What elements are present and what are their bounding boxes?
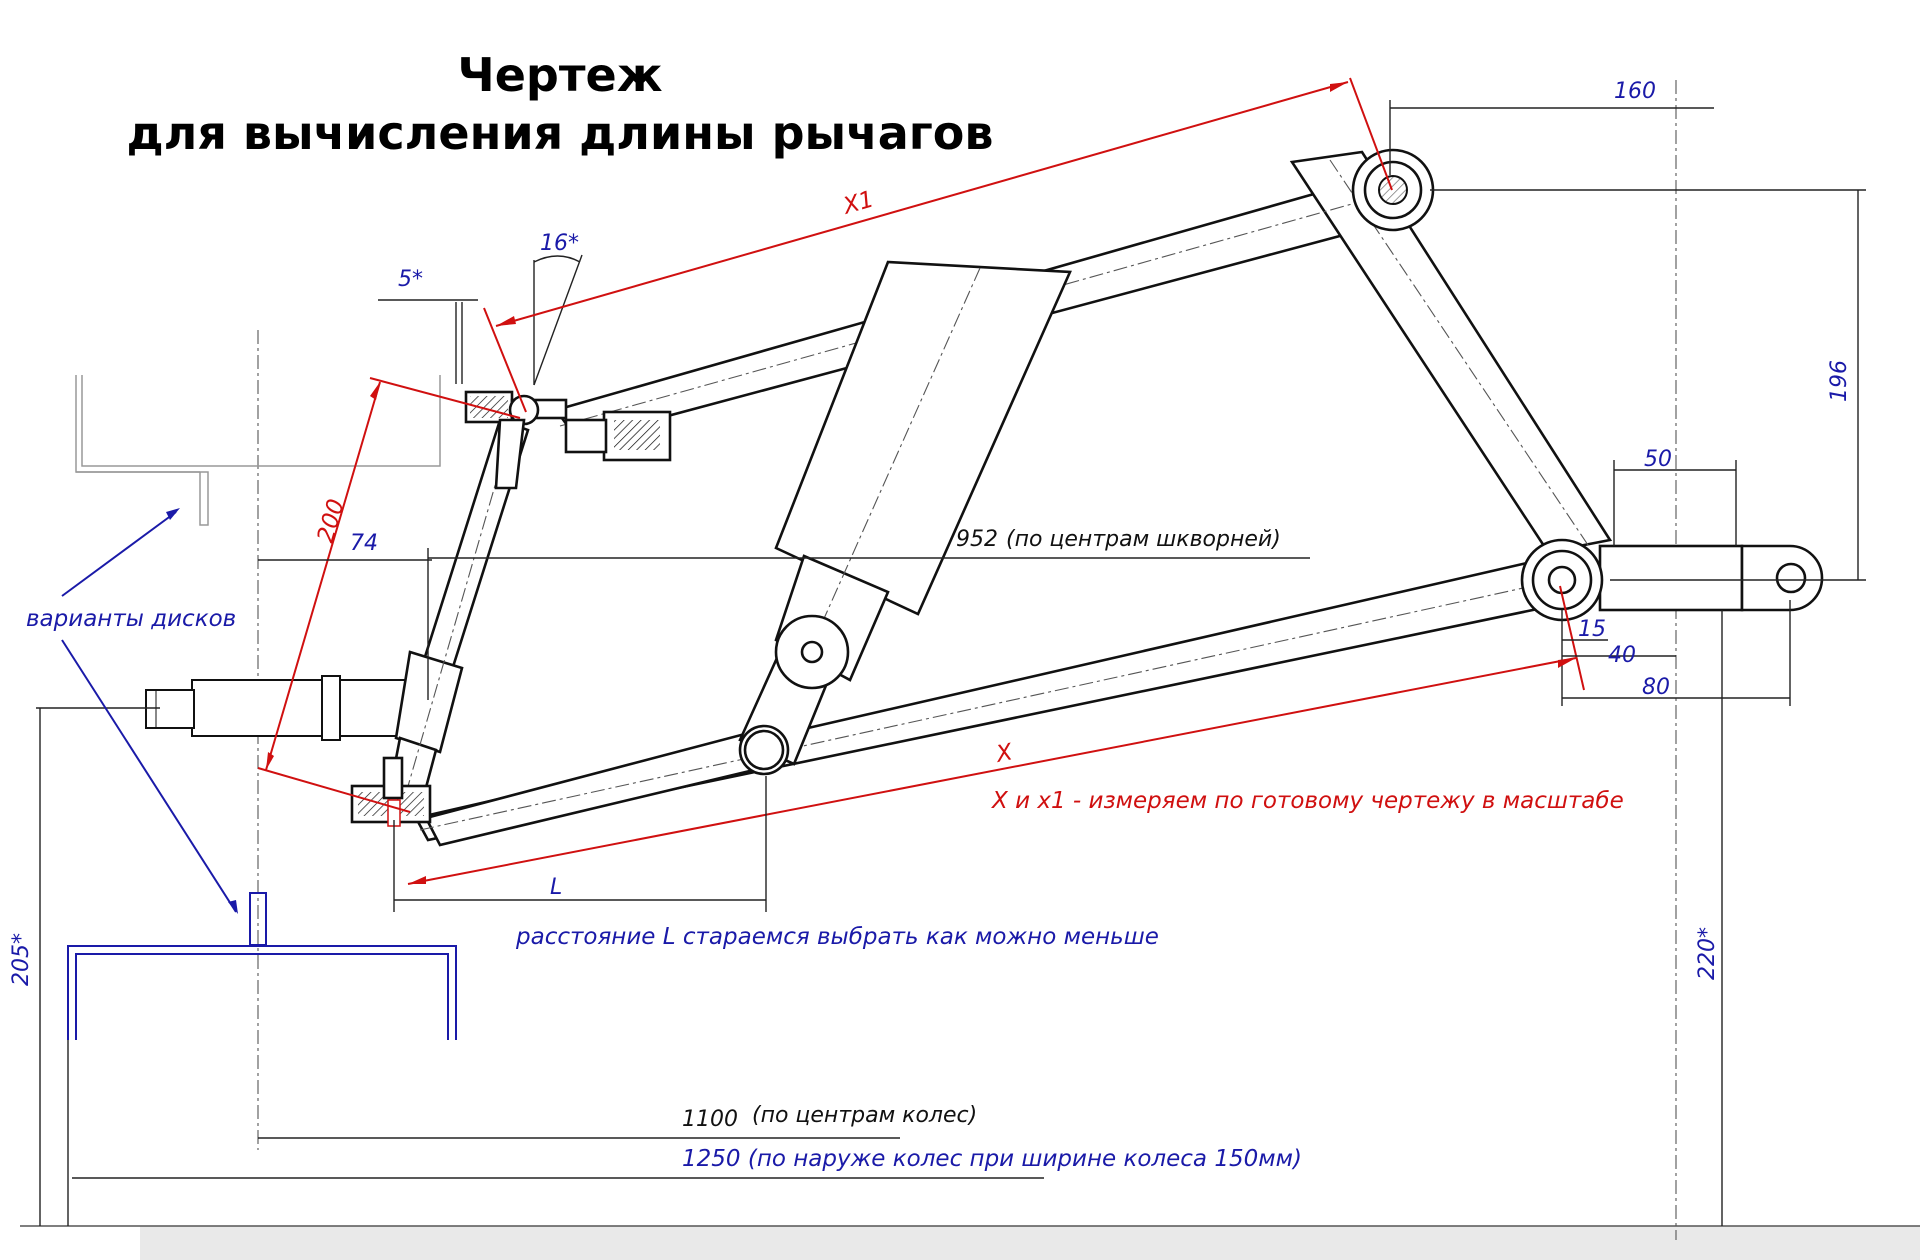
label-l: L [550,875,562,900]
note-measure: X и x1 - измеряем по готовому чертежу в … [991,788,1624,814]
label-205: 205* [9,933,34,986]
dim-x1 [483,77,1393,413]
label-x: X [993,739,1016,768]
title-line-1: Чертеж [457,48,663,102]
dim-1100-1250 [67,1040,1044,1226]
label-16: 16* [540,231,579,256]
dim-15-40-80 [1561,600,1791,706]
shock-absorber [738,260,1072,776]
dim-160 [1389,100,1714,175]
label-74: 74 [350,531,378,556]
upper-control-arm [553,150,1613,554]
label-50: 50 [1644,447,1672,472]
dim-l [393,776,767,912]
dim-196 [1430,189,1866,581]
lower-pivot-bushing [1520,538,1824,622]
label-80: 80 [1642,675,1670,700]
upper-ball-joint [464,390,672,490]
disc-outline-lower [67,892,457,1040]
dim-205 [36,707,160,1226]
label-5: 5* [398,267,423,292]
note-l: расстояние L стараемся выбрать как можно… [515,924,1159,950]
red-arrowheads [266,82,1576,884]
disc-outline-upper [75,375,441,526]
label-15: 15 [1578,617,1606,642]
disc-variant-pointers [61,508,238,914]
label-40: 40 [1608,643,1636,668]
label-200: 200 [313,496,350,545]
dim-200 [257,377,521,813]
note-disc-variants: варианты дисков [26,606,236,632]
title-line-2: для вычисления длины рычагов [126,106,994,160]
dim-50 [1613,460,1737,546]
label-x1: X1 [840,186,877,220]
label-952-note: (по центрам шкворней) [1006,527,1281,552]
lower-ball-joint [350,756,432,827]
label-1250: 1250 (по наруже колес при ширине колеса … [682,1146,1302,1172]
label-952: 952 [956,527,998,552]
wheel-axle [145,675,413,741]
label-1100: 1100 [682,1107,738,1132]
dim-74 [258,548,1310,700]
dim-x [407,585,1585,885]
label-160: 160 [1614,79,1656,104]
label-1100-note: (по центрам колес) [752,1103,977,1128]
label-196: 196 [1827,360,1852,402]
kingpin-angle-marks [378,254,583,386]
label-220: 220* [1695,927,1720,980]
upper-pivot-bushing [1351,148,1435,232]
ground [20,1225,1920,1260]
